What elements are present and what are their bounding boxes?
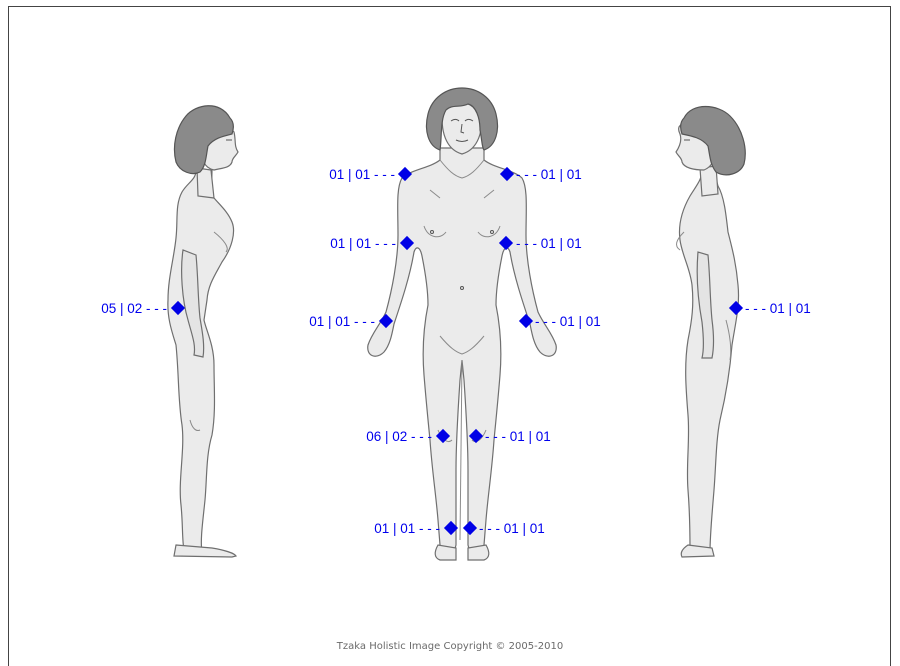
marker-label: 01 | 01 - - - bbox=[330, 236, 396, 251]
marker-label: 06 | 02 - - - bbox=[366, 429, 432, 444]
marker-label: - - - 01 | 01 bbox=[745, 301, 811, 316]
marker-label: 01 | 01 - - - bbox=[374, 521, 440, 536]
marker-right-side-hip[interactable]: - - - 01 | 01 bbox=[729, 301, 811, 316]
marker-label: 05 | 02 - - - bbox=[101, 301, 167, 316]
marker-label: - - - 01 | 01 bbox=[516, 167, 582, 182]
right-profile-figure bbox=[676, 107, 745, 558]
marker-label: - - - 01 | 01 bbox=[516, 236, 582, 251]
left-profile-figure bbox=[168, 106, 238, 557]
marker-label: - - - 01 | 01 bbox=[479, 521, 545, 536]
marker-label: 01 | 01 - - - bbox=[309, 314, 375, 329]
marker-label: - - - 01 | 01 bbox=[535, 314, 601, 329]
marker-label: 01 | 01 - - - bbox=[329, 167, 395, 182]
marker-label: - - - 01 | 01 bbox=[485, 429, 551, 444]
copyright-text: Tzaka Holistic Image Copyright © 2005-20… bbox=[0, 641, 900, 652]
marker-front-left-shoulder[interactable]: 01 | 01 - - - bbox=[329, 167, 412, 182]
